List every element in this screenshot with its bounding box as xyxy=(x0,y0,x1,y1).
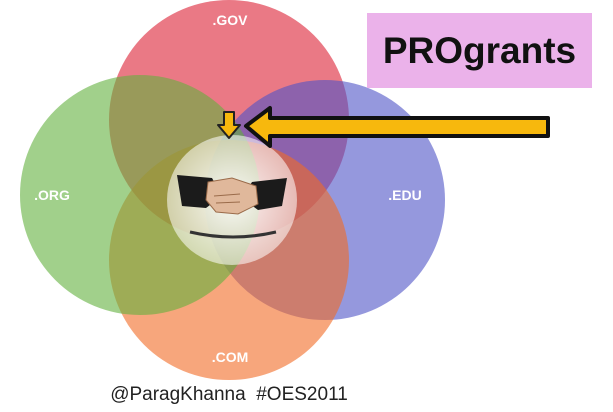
label-org: .ORG xyxy=(34,187,70,203)
arrow-down-icon xyxy=(217,111,241,139)
callout-label: PROgrants xyxy=(382,29,577,71)
label-com: .COM xyxy=(212,349,249,365)
progrants-callout: PROgrants xyxy=(367,13,592,88)
credit-text: @ParagKhanna #OES2011 xyxy=(110,384,348,405)
label-edu: .EDU xyxy=(388,187,421,203)
label-gov: .GOV xyxy=(212,12,248,28)
handshake-icon xyxy=(177,175,287,239)
arrow-left-icon xyxy=(244,106,550,148)
